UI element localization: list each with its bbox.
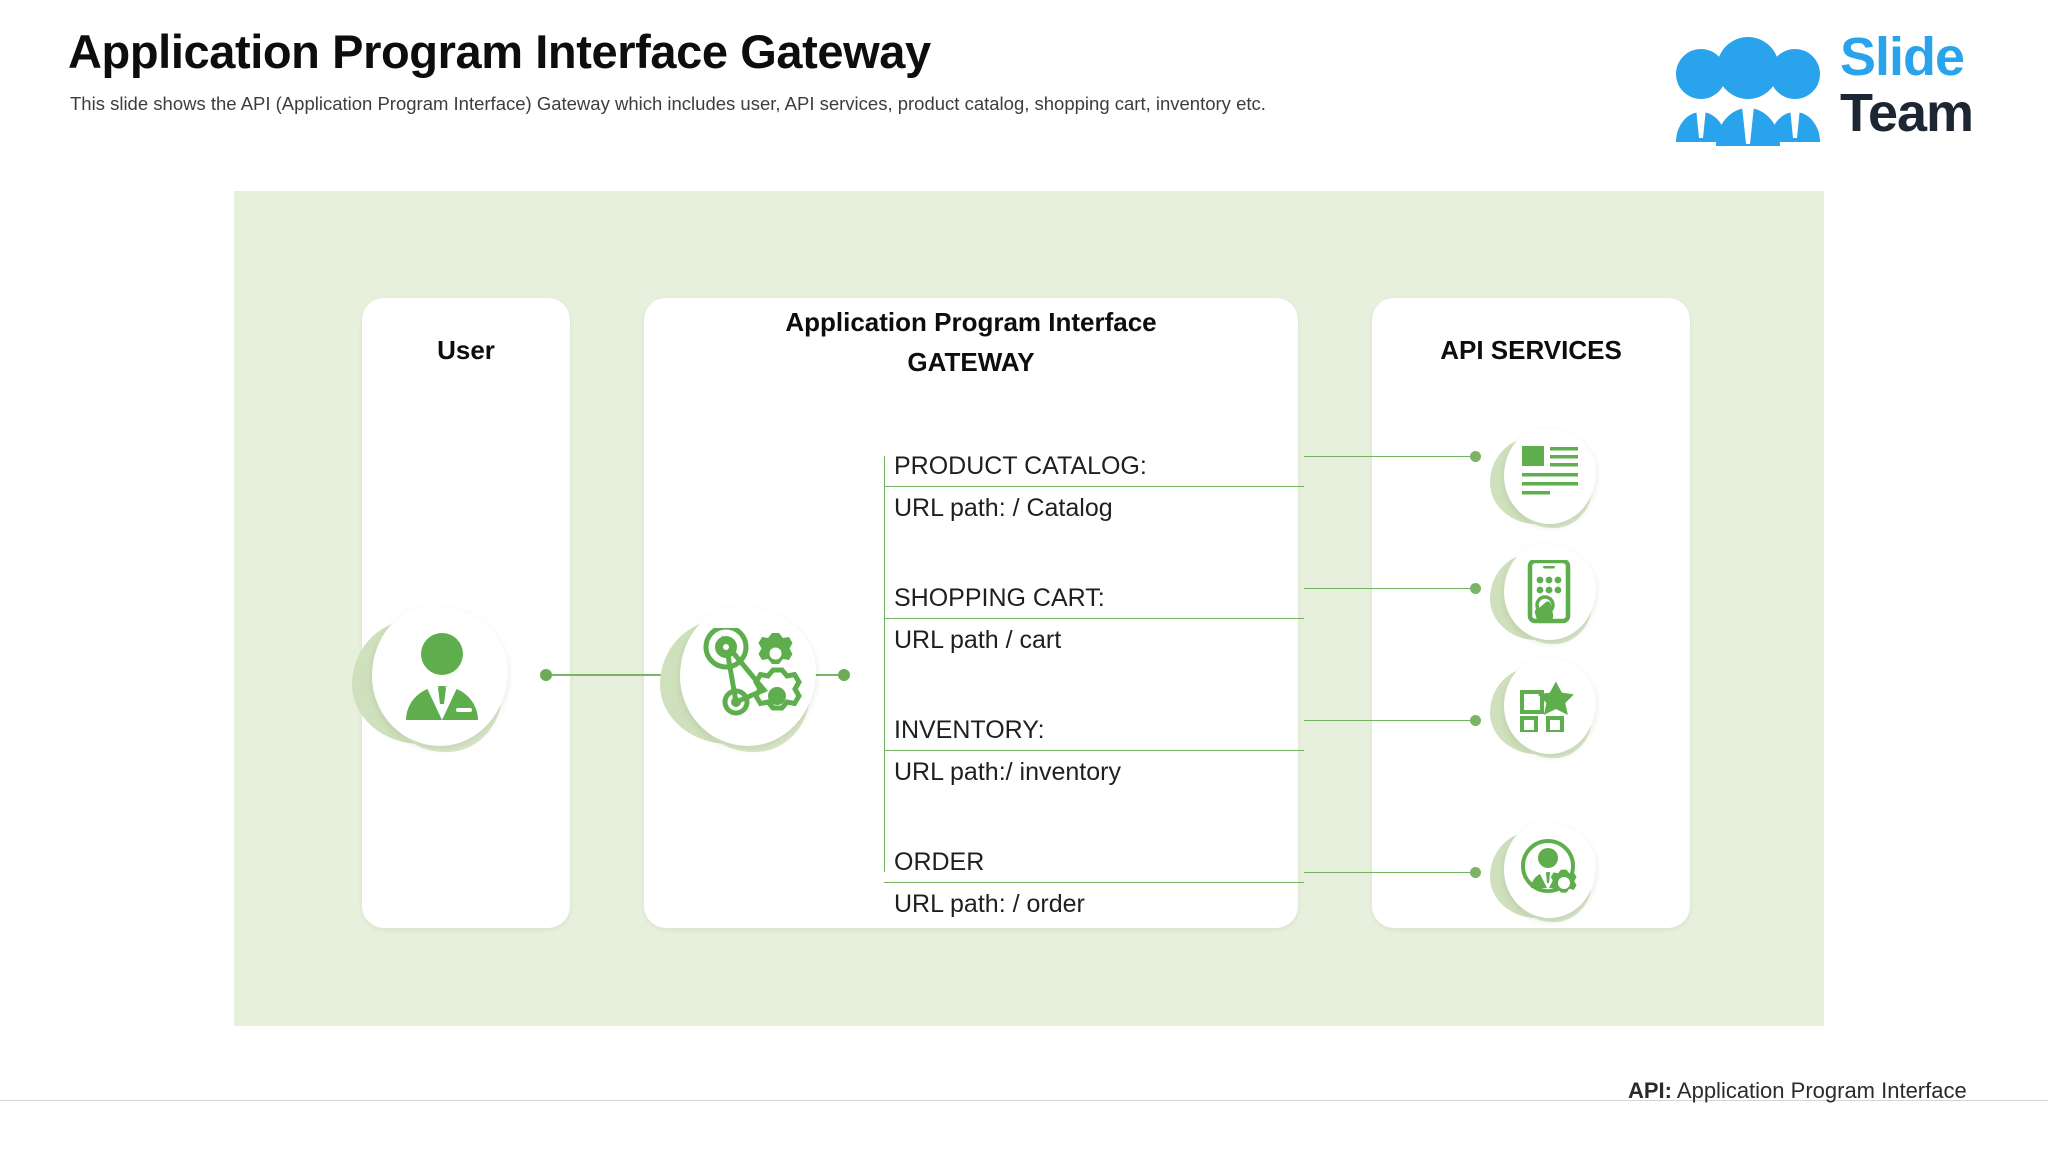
three-people-icon bbox=[1668, 36, 1828, 146]
footer-expansion: Application Program Interface bbox=[1676, 1078, 1967, 1103]
route-divider bbox=[884, 486, 1304, 487]
page-subtitle: This slide shows the API (Application Pr… bbox=[70, 93, 1266, 114]
route-name: INVENTORY: bbox=[894, 716, 1045, 744]
footer-abbreviation: API: bbox=[1628, 1078, 1672, 1103]
route-name: ORDER bbox=[894, 848, 985, 876]
route-row[interactable]: ORDER URL path: / order bbox=[884, 848, 1304, 988]
route-name: PRODUCT CATALOG: bbox=[894, 452, 1147, 480]
slideteam-logo[interactable]: Slide Team bbox=[1668, 22, 2034, 152]
connector-dot-right bbox=[838, 669, 850, 681]
user-gear-icon bbox=[1490, 822, 1610, 932]
gears-belt-icon bbox=[660, 606, 840, 756]
route-row[interactable]: SHOPPING CART: URL path / cart bbox=[884, 584, 1304, 724]
route-path: URL path:/ inventory bbox=[894, 758, 1121, 786]
connector-dot-left bbox=[540, 669, 552, 681]
logo-word-slide: Slide bbox=[1840, 27, 1965, 87]
service-connector-dot bbox=[1470, 583, 1481, 594]
slide-header: Application Program Interface Gateway Th… bbox=[0, 0, 2048, 170]
route-divider bbox=[884, 618, 1304, 619]
logo-wordmark: Slide Team bbox=[1840, 27, 1974, 143]
icon-tile-face bbox=[372, 606, 508, 746]
service-connector-dot bbox=[1470, 715, 1481, 726]
service-connector-line bbox=[1304, 720, 1474, 721]
route-path: URL path: / Catalog bbox=[894, 494, 1113, 522]
service-connector-line bbox=[1304, 456, 1474, 457]
route-path: URL path: / order bbox=[894, 890, 1085, 918]
document-article-icon bbox=[1490, 428, 1610, 538]
route-list: PRODUCT CATALOG: URL path: / Catalog SHO… bbox=[884, 430, 1304, 918]
gateway-panel-heading-line1: Application Program Interface bbox=[785, 307, 1157, 337]
route-divider bbox=[884, 750, 1304, 751]
route-name: SHOPPING CART: bbox=[894, 584, 1105, 612]
user-avatar-icon bbox=[352, 606, 532, 756]
service-connector-dot bbox=[1470, 867, 1481, 878]
api-services-panel-heading: API SERVICES bbox=[1440, 335, 1622, 365]
route-divider bbox=[884, 882, 1304, 883]
service-connector-line bbox=[1304, 588, 1474, 589]
logo-word-team: Team bbox=[1840, 83, 1974, 143]
route-path: URL path / cart bbox=[894, 626, 1062, 654]
user-panel-heading: User bbox=[437, 335, 495, 365]
footer-divider bbox=[0, 1100, 2048, 1101]
footer-abbreviation-note: API: Application Program Interface bbox=[1628, 1078, 1967, 1104]
route-row[interactable]: PRODUCT CATALOG: URL path: / Catalog bbox=[884, 452, 1304, 592]
page-title: Application Program Interface Gateway bbox=[68, 25, 931, 78]
route-row[interactable]: INVENTORY: URL path:/ inventory bbox=[884, 716, 1304, 856]
mobile-tap-icon bbox=[1490, 544, 1610, 654]
service-connector-dot bbox=[1470, 451, 1481, 462]
gateway-panel-heading-line2: GATEWAY bbox=[907, 347, 1035, 377]
service-connector-line bbox=[1304, 872, 1474, 873]
grid-star-icon bbox=[1490, 658, 1610, 768]
icon-tile-face bbox=[1504, 822, 1596, 918]
route-rail bbox=[884, 456, 885, 872]
